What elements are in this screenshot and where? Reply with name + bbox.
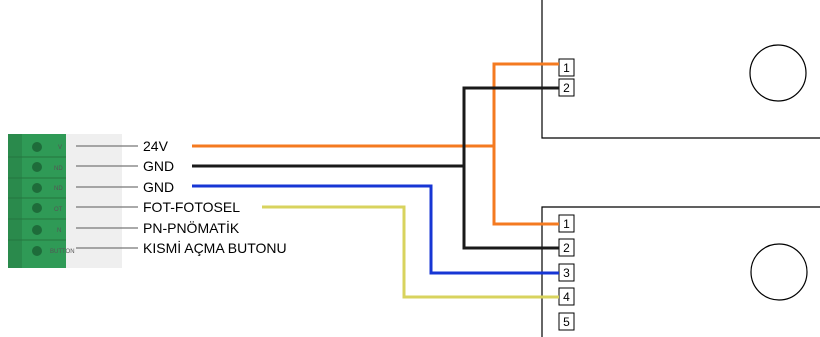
- device-top-terminal-2: 2: [558, 78, 575, 97]
- screw-icon: [32, 246, 42, 256]
- device-top-terminal-1-label: 1: [563, 61, 570, 75]
- connector-stub-1: V: [58, 145, 62, 151]
- connector-label-strip: [64, 134, 122, 268]
- pin-label-fotosel: FOT-FOTOSEL: [143, 199, 240, 215]
- wire-orange: [192, 144, 559, 226]
- device-top-terminal-1: 1: [558, 58, 575, 77]
- connector-stub-5: N: [57, 228, 61, 234]
- device-bottom-terminal-5: 5: [558, 312, 575, 331]
- screw-icon: [32, 225, 42, 235]
- connector-screws: [8, 142, 66, 256]
- device-bottom-terminal-5-label: 5: [563, 315, 570, 329]
- device-bottom-terminal-3: 3: [558, 263, 575, 282]
- screw-icon: [32, 183, 42, 193]
- connector-stub-4: OT: [54, 207, 63, 213]
- device-bottom-terminal-2: 2: [558, 238, 575, 257]
- device-top-circle: [749, 44, 807, 102]
- screw-icon: [32, 203, 42, 213]
- device-bottom-terminal-1-label: 1: [563, 217, 570, 231]
- wire-orange-top-branch: [492, 62, 559, 146]
- pin-label-24v: 24V: [143, 138, 169, 154]
- screw-icon: [32, 142, 42, 152]
- device-bottom-terminal-2-label: 2: [563, 241, 570, 255]
- device-bottom-terminal-1: 1: [558, 214, 575, 233]
- pin-label-gnd-1: GND: [143, 158, 174, 174]
- device-top: 1 2: [541, 0, 820, 139]
- wire-black: [192, 164, 559, 250]
- device-bottom-outline: [541, 206, 820, 337]
- device-top-terminal-2-label: 2: [563, 81, 570, 95]
- device-top-outline: [541, 0, 820, 139]
- pin-labels: 24V GND GND FOT-FOTOSEL PN-PNÖMATİK KISM…: [143, 138, 287, 256]
- terminal-connector: V ND ND OT N BUTTON: [8, 134, 122, 268]
- pin-label-kismi-acma: KISMİ AÇMA BUTONU: [143, 239, 287, 256]
- device-bottom: 1 2 3 4 5: [541, 206, 820, 337]
- connector-stub-3: ND: [54, 186, 63, 192]
- connector-stub-2: ND: [54, 166, 63, 172]
- leader-lines: [76, 145, 138, 249]
- wire-yellow: [262, 205, 559, 299]
- device-bottom-circle: [750, 243, 808, 301]
- connector-stub-6: BUTTON: [50, 249, 75, 255]
- device-bottom-terminal-3-label: 3: [563, 266, 570, 280]
- wire-blue: [192, 184, 559, 275]
- screw-icon: [32, 162, 42, 172]
- device-bottom-terminal-4-label: 4: [563, 290, 570, 304]
- pin-label-gnd-2: GND: [143, 179, 174, 195]
- device-bottom-terminal-4: 4: [558, 287, 575, 306]
- wire-black-top-branch: [462, 86, 559, 166]
- pin-label-pnomatik: PN-PNÖMATİK: [143, 219, 240, 236]
